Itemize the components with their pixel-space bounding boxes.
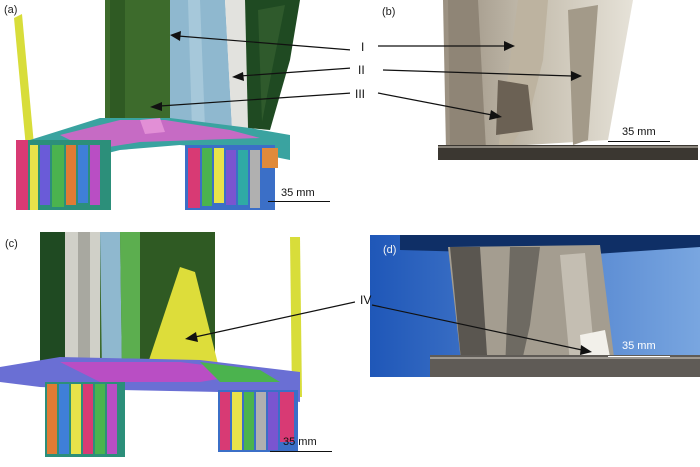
panel-d-scale-bar (608, 356, 670, 357)
panel-d-letter: (d) (383, 244, 397, 256)
panel-c-scale-bar (270, 451, 332, 452)
panel-c-simulation: (c) 35 mm (0, 232, 355, 467)
panel-d-photo: (d) 35 mm (370, 235, 700, 377)
label-III: III (355, 87, 366, 101)
panel-b-letter: (b) (382, 6, 396, 18)
panel-b-photo: (b) 35 mm (368, 0, 700, 160)
label-II: II (358, 63, 365, 77)
panel-c-letter: (c) (5, 238, 18, 250)
label-IV: IV (360, 293, 372, 307)
label-I: I (361, 40, 365, 54)
panel-a-simulation: (a) 35 mm (0, 0, 350, 225)
panel-a-scale-label: 35 mm (281, 187, 315, 199)
panel-c-render (0, 232, 355, 457)
panel-b-scale-label: 35 mm (622, 126, 656, 138)
panel-b-scale-bar (608, 141, 670, 142)
panel-d-scale-label: 35 mm (622, 340, 656, 352)
panel-a-scale-bar (268, 201, 330, 202)
panel-a-render (14, 0, 350, 210)
panel-c-scale-label: 35 mm (283, 436, 317, 448)
panel-a-letter: (a) (4, 4, 18, 16)
